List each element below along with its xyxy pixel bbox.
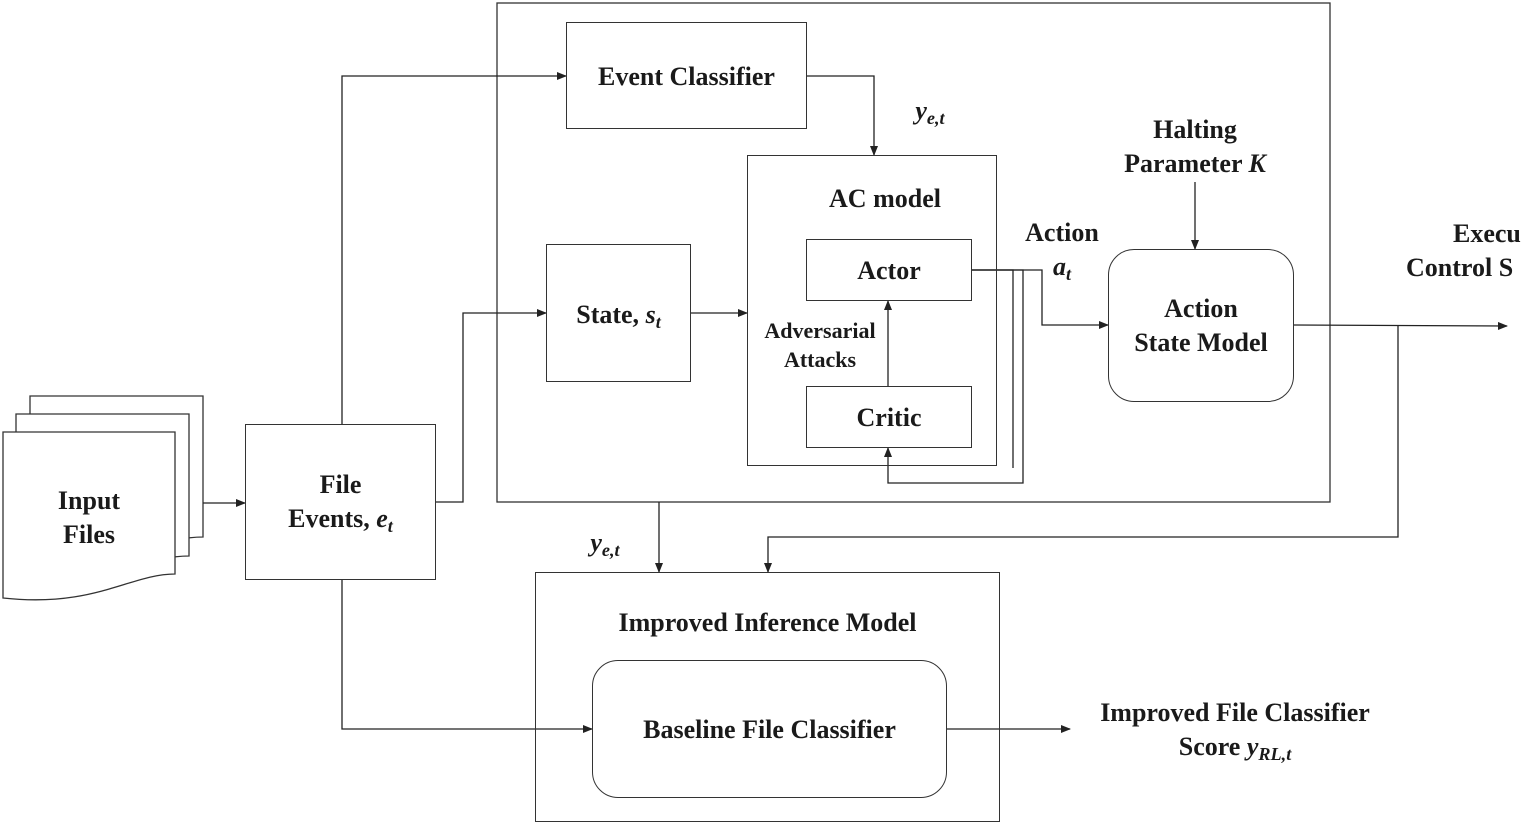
- y-e-t-bottom-label: ye,t: [590, 528, 620, 561]
- execution-control-label: Execu Control S: [1406, 219, 1521, 282]
- file-events-label: File Events, et: [288, 470, 393, 537]
- critic-box: [806, 386, 972, 448]
- ac-model-label: AC model: [829, 184, 941, 213]
- file-events-box: [245, 424, 436, 580]
- action-label: Action at: [1025, 218, 1099, 285]
- arrow-file-events-to-state: [436, 309, 547, 503]
- event-classifier-label: Event Classifier: [598, 62, 775, 91]
- ac-model-box: [747, 155, 997, 466]
- critic-label: Critic: [856, 403, 922, 432]
- baseline-file-classifier-label: Baseline File Classifier: [643, 715, 896, 744]
- y-e-t-top-label: ye,t: [915, 96, 945, 129]
- actor-box: [806, 239, 972, 301]
- arrow-event-classifier-to-ac-model: [807, 75, 878, 156]
- state-box: [546, 244, 691, 382]
- input-files-document-stack: [2, 395, 204, 601]
- rl-agent-container: [496, 2, 1331, 503]
- action-state-model-box: [1108, 249, 1294, 402]
- arrow-execution-to-inference: [764, 326, 1399, 573]
- arrow-actor-feedback-to-critic: [884, 269, 1024, 484]
- improved-inference-model-label: Improved Inference Model: [618, 608, 917, 637]
- improved-inference-model-box: [535, 572, 1000, 822]
- arrow-action-state-to-execution: [1293, 321, 1508, 330]
- halting-parameter-label: Halting Parameter K: [1124, 115, 1266, 178]
- baseline-file-classifier-box: [592, 660, 947, 798]
- arrow-file-events-to-event-classifier: [341, 72, 567, 424]
- actor-label: Actor: [857, 256, 921, 285]
- improved-score-label: Improved File Classifier Score yRL,t: [1100, 698, 1370, 765]
- state-label: State, st: [576, 300, 661, 333]
- arrow-file-events-to-baseline: [341, 580, 593, 733]
- event-classifier-box: [566, 22, 807, 129]
